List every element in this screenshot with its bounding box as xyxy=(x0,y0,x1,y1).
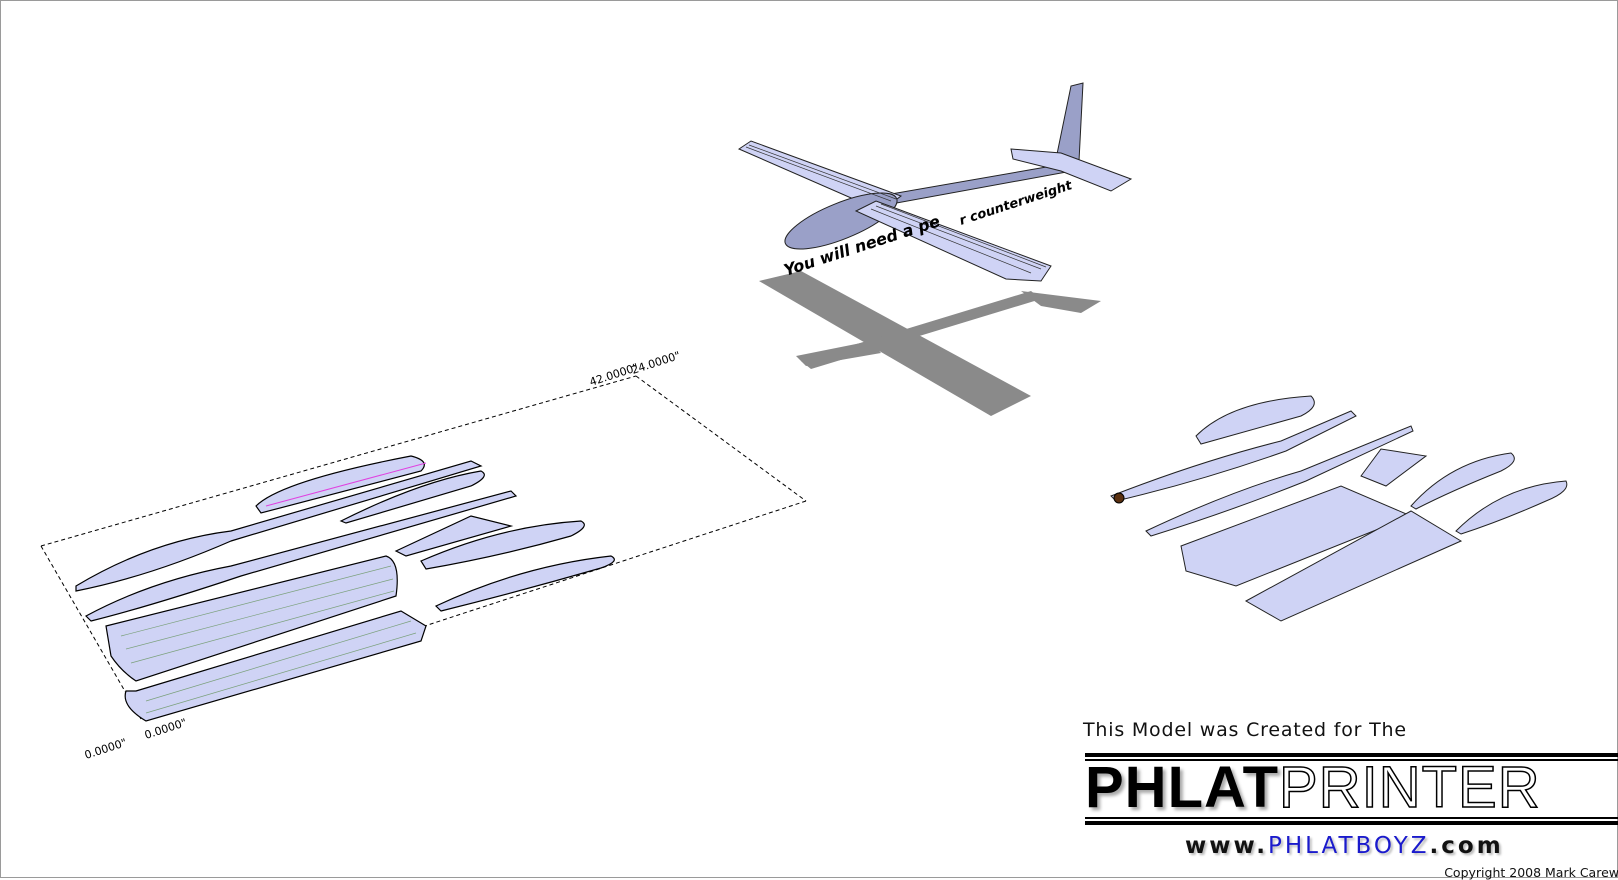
logo-word-phlat: PHLAT xyxy=(1085,755,1280,820)
logo-bar-top-thin xyxy=(1085,759,1618,761)
exploded-parts[interactable] xyxy=(1110,395,1568,622)
wing-rib-lines xyxy=(120,565,417,714)
url-brand: PHLATBOYZ xyxy=(1268,833,1430,859)
dimension-origin-x: 0.0000" xyxy=(83,736,128,762)
logo-bar-bottom-thin xyxy=(1085,817,1618,819)
part-fuselage-top xyxy=(339,470,485,524)
airplane-3d-model[interactable] xyxy=(737,82,1133,282)
url-prefix: www. xyxy=(1185,833,1269,859)
part-fuselage-side-1 xyxy=(75,460,483,592)
part-fuselage-side-2 xyxy=(85,490,518,622)
part-stab xyxy=(255,455,425,514)
airplane-shadow xyxy=(759,271,1101,416)
exploded-wing-2 xyxy=(1244,510,1463,622)
logo-url: www.PHLATBOYZ.com xyxy=(1185,833,1504,859)
part-wing-panel-2 xyxy=(124,610,427,722)
logo-bar-bottom xyxy=(1085,821,1618,825)
url-suffix: .com xyxy=(1429,833,1504,859)
horizontal-tail xyxy=(1010,148,1133,192)
part-fin xyxy=(394,515,514,557)
penny-counterweight xyxy=(1113,492,1125,504)
exploded-stab xyxy=(1195,395,1315,445)
logo-word-printer: PRINTER xyxy=(1278,755,1541,820)
exploded-pod-1 xyxy=(1410,452,1515,510)
exploded-fuselage-1 xyxy=(1110,410,1357,502)
vertical-tail xyxy=(1055,82,1084,162)
left-wing xyxy=(737,140,903,212)
part-pod-2 xyxy=(434,555,615,612)
logo-tagline: This Model was Created for The xyxy=(1083,719,1407,741)
flat-parts-layout[interactable] xyxy=(75,455,615,722)
exploded-wing-1 xyxy=(1180,485,1413,587)
dimension-height: 24.0000" xyxy=(630,349,682,377)
logo-bar-top xyxy=(1085,753,1618,757)
part-pod-1 xyxy=(420,520,585,570)
right-wing xyxy=(854,200,1052,282)
exploded-fin xyxy=(1360,448,1428,487)
logo-wordmark: PHLATPRINTER xyxy=(1085,758,1541,818)
stab-centerline xyxy=(265,462,427,507)
exploded-fuselage-2 xyxy=(1145,425,1414,537)
exploded-pod-2 xyxy=(1455,480,1568,535)
copyright: Copyright 2008 Mark Carew xyxy=(1444,865,1618,880)
